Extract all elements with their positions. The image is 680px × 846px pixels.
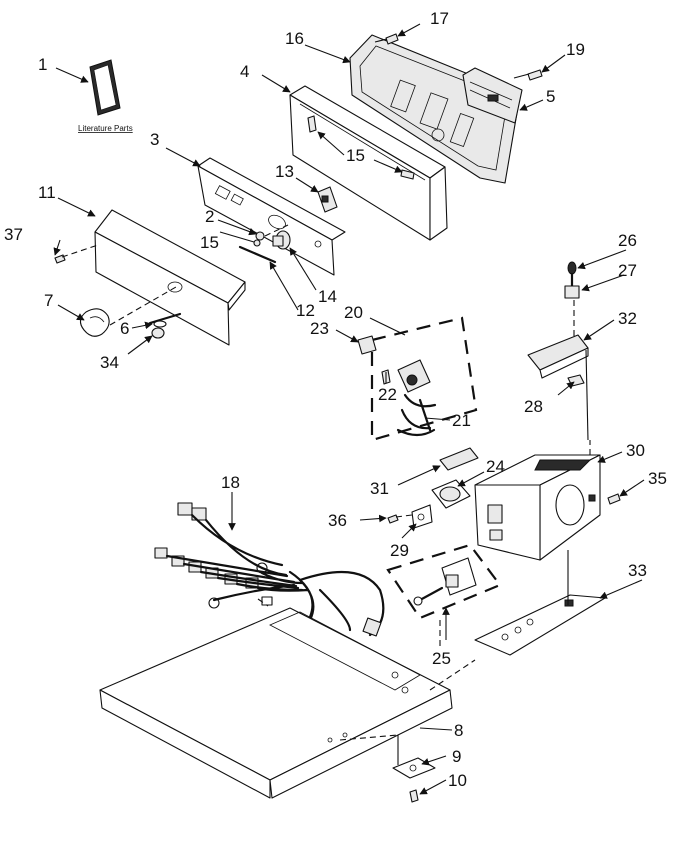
callout-16: 16 xyxy=(285,29,304,48)
callout-34: 34 xyxy=(100,353,119,372)
callout-20: 20 xyxy=(344,303,363,322)
control-bracket xyxy=(349,34,521,184)
control-console xyxy=(289,85,448,241)
callout-37: 37 xyxy=(4,225,23,244)
sensor-assembly xyxy=(386,543,502,620)
callout-leaders xyxy=(53,23,645,795)
callout-29: 29 xyxy=(390,541,409,560)
callout-15-lower: 15 xyxy=(200,233,219,252)
control-panel-frame xyxy=(197,157,346,276)
leveling-leg-parts xyxy=(392,735,436,803)
callout-24: 24 xyxy=(486,457,505,476)
hardware-screws xyxy=(54,33,543,339)
callout-22: 22 xyxy=(378,385,397,404)
callout-5: 5 xyxy=(546,87,555,106)
callout-numbers: 1 2 3 4 5 6 7 8 9 10 11 12 13 14 15 15 1… xyxy=(4,9,667,790)
callout-23: 23 xyxy=(310,319,329,338)
callout-13: 13 xyxy=(275,162,294,181)
callout-21: 21 xyxy=(452,411,471,430)
small-components xyxy=(387,447,621,529)
callout-18: 18 xyxy=(221,473,240,492)
callout-19: 19 xyxy=(566,40,585,59)
electronic-control-board xyxy=(462,67,523,124)
callout-14: 14 xyxy=(318,287,337,306)
callout-26: 26 xyxy=(618,231,637,250)
door-latch-parts xyxy=(527,261,589,441)
callout-17: 17 xyxy=(430,9,449,28)
callout-3: 3 xyxy=(150,130,159,149)
callout-25: 25 xyxy=(432,649,451,668)
callout-12: 12 xyxy=(296,301,315,320)
push-to-start-switch xyxy=(317,186,338,213)
callout-15-upper: 15 xyxy=(346,146,365,165)
literature-booklet: Literature Parts xyxy=(78,59,133,133)
electrical-housing xyxy=(474,454,601,561)
callout-31: 31 xyxy=(370,479,389,498)
assembly-guide-lines-upper xyxy=(61,224,289,326)
motor-switch-assembly xyxy=(357,316,478,442)
callout-27: 27 xyxy=(618,261,637,280)
mounting-plate xyxy=(474,550,606,656)
callout-33: 33 xyxy=(628,561,647,580)
callout-8: 8 xyxy=(454,721,463,740)
wire-harness xyxy=(154,502,385,637)
callout-30: 30 xyxy=(626,441,645,460)
callout-35: 35 xyxy=(648,469,667,488)
literature-parts-label: Literature Parts xyxy=(78,124,133,133)
callout-36: 36 xyxy=(328,511,347,530)
front-console-panel xyxy=(94,209,246,346)
dryer-top-panel xyxy=(99,607,453,799)
callout-1: 1 xyxy=(38,55,47,74)
callout-6: 6 xyxy=(120,319,129,338)
callout-9: 9 xyxy=(452,747,461,766)
callout-11: 11 xyxy=(38,183,56,202)
assembly-guide-lines-lower xyxy=(257,440,591,741)
callout-10: 10 xyxy=(448,771,467,790)
callout-32: 32 xyxy=(618,309,637,328)
callout-2: 2 xyxy=(205,207,214,226)
callout-4: 4 xyxy=(240,62,249,81)
callout-28: 28 xyxy=(524,397,543,416)
callout-7: 7 xyxy=(44,291,53,310)
